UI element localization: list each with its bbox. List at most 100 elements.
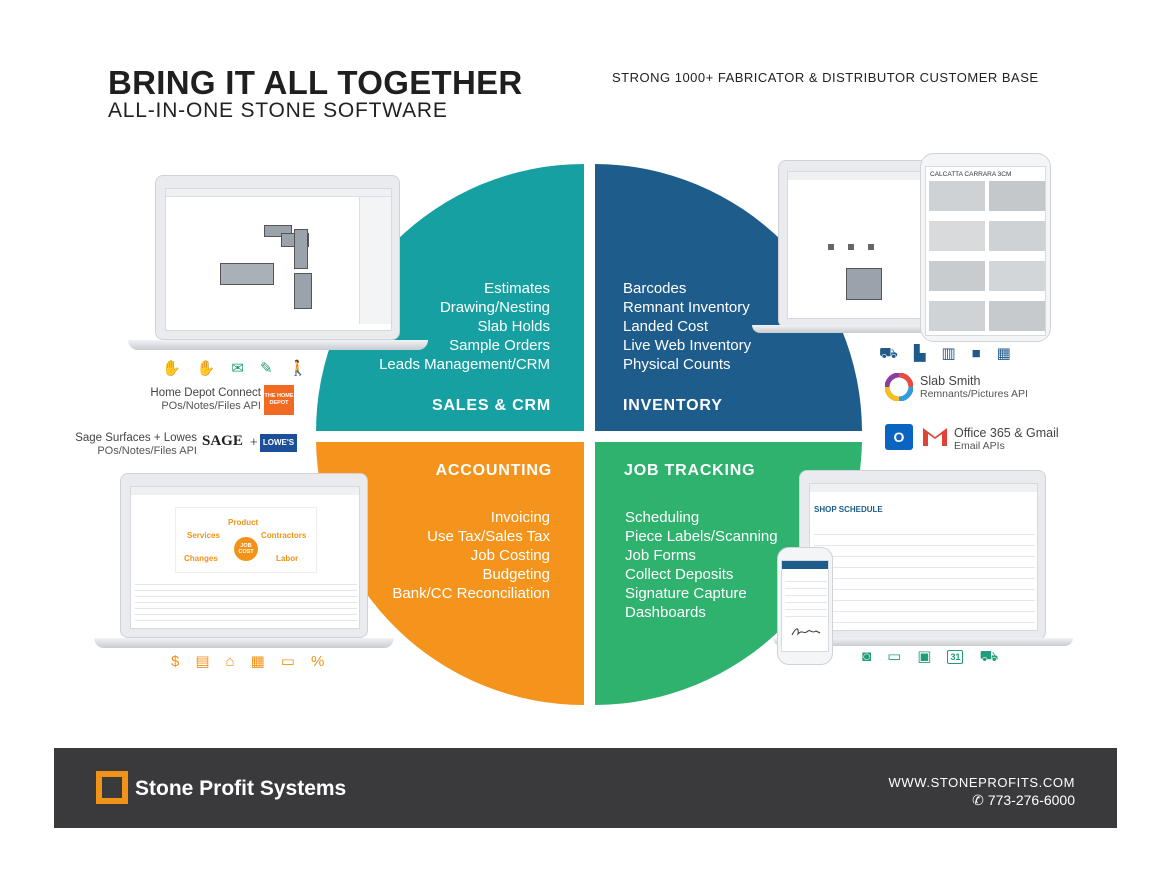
sales-title: SALES & CRM [431, 397, 551, 414]
laptop-job-tracking-screen: SHOP SCHEDULE [799, 470, 1046, 640]
plus-sign: + [250, 434, 258, 449]
accounting-item: Invoicing [490, 509, 550, 526]
sage-logo: SAGE [202, 433, 243, 449]
inventory-item: Barcodes [623, 280, 687, 297]
job-cost-spoke: Services [187, 531, 220, 540]
office-gmail-name: Office 365 & Gmail [954, 426, 1059, 440]
slab-smith-detail: Remnants/Pictures API [920, 388, 1028, 400]
tablet-slab-title: CALCATTA CARRARA 3CM [930, 171, 1012, 178]
accounting-item: Use Tax/Sales Tax [427, 528, 550, 545]
bank-icon: ⌂ [225, 653, 235, 670]
job-tracking-quadrant [595, 442, 862, 705]
inventory-item: Physical Counts [623, 356, 731, 373]
job-tracking-item: Dashboards [625, 604, 706, 621]
footer-bar [54, 748, 1117, 828]
job-tracking-item: Job Forms [625, 547, 696, 564]
inventory-icon-row: ⛟ ▙ ▥ ■ ▦ [879, 346, 1011, 362]
forklift-icon: ⛟ [879, 345, 898, 362]
sage-lowes-detail: POs/Notes/Files API [97, 445, 197, 457]
laptop-base [128, 340, 428, 350]
job-tracking-feature-list: Scheduling Piece Labels/Scanning Job For… [625, 508, 778, 622]
home-depot-logo: THE HOME DEPOT [264, 385, 294, 415]
job-tracking-title: JOB TRACKING [624, 462, 756, 479]
sales-item: Leads Management/CRM [379, 356, 550, 373]
walking-person-icon: 🚶 [288, 360, 308, 377]
accounting-app-screenshot: JOB COST Product Services Contractors Ch… [130, 486, 360, 629]
inventory-feature-list: Barcodes Remnant Inventory Landed Cost L… [623, 279, 751, 374]
tablet-device: CALCATTA CARRARA 3CM [920, 153, 1051, 342]
hand-icon: ✋ [162, 360, 181, 377]
drawing-app-screenshot [165, 188, 392, 331]
laptop-base [94, 638, 394, 648]
handshake-icon: ✋ [196, 360, 216, 377]
laptop-accounting-screen: JOB COST Product Services Contractors Ch… [120, 473, 368, 638]
page-subtitle: ALL-IN-ONE STONE SOFTWARE [108, 99, 448, 122]
inventory-app-screenshot [787, 171, 925, 319]
inventory-item: Remnant Inventory [623, 299, 750, 316]
monitor-icon: ▭ [887, 648, 902, 665]
report-icon: ▤ [195, 653, 210, 670]
sales-quadrant [316, 164, 584, 431]
job-cost-spoke: Changes [184, 554, 218, 563]
phone-device [777, 547, 833, 665]
outlook-icon: O [885, 424, 913, 450]
page-title: BRING IT ALL TOGETHER [108, 64, 523, 101]
laptop-drawing-screen [155, 175, 400, 340]
office-gmail-label: Office 365 & Gmail Email APIs [954, 427, 1059, 453]
accounting-quadrant [316, 442, 584, 705]
slab-smith-name: Slab Smith [920, 374, 981, 388]
phone-number: ✆773-276-6000 [972, 792, 1075, 809]
office-gmail-detail: Email APIs [954, 440, 1005, 452]
tablet-slab-gallery: CALCATTA CARRARA 3CM [925, 166, 1046, 336]
truck-icon: ⛟ [979, 648, 999, 665]
sage-lowes-name: Sage Surfaces + Lowes [75, 432, 197, 444]
sales-item: Estimates [484, 280, 550, 297]
shop-schedule-screenshot: SHOP SCHEDULE [809, 483, 1038, 631]
sage-lowes-label: Sage Surfaces + Lowes POs/Notes/Files AP… [75, 432, 197, 458]
website-link[interactable]: WWW.STONEPROFITS.COM [888, 775, 1075, 790]
scanner-icon: ◙ [862, 648, 872, 665]
sales-feature-list: Estimates Drawing/Nesting Slab Holds Sam… [379, 279, 550, 374]
brand-logo-icon [96, 771, 128, 804]
accounting-icon-row: $ ▤ ⌂ ▦ ▭ % [171, 654, 324, 670]
calculator-icon: ▦ [250, 653, 265, 670]
calendar-icon: 31 [947, 650, 964, 664]
laptop-base [752, 325, 952, 333]
phone-number-text: 773-276-6000 [987, 792, 1075, 808]
accounting-title: ACCOUNTING [435, 462, 552, 479]
phone-icon: ✆ [972, 792, 984, 808]
inventory-item: Landed Cost [623, 318, 709, 335]
inventory-quadrant [595, 164, 862, 431]
sales-item: Slab Holds [477, 318, 550, 335]
laptop-inventory-screen [778, 160, 928, 328]
inventory-item: Live Web Inventory [623, 337, 752, 354]
customer-base-tagline: STRONG 1000+ FABRICATOR & DISTRIBUTOR CU… [612, 70, 1039, 85]
lowes-logo: LOWE'S [260, 434, 297, 452]
phone-signature-screen [781, 560, 829, 652]
accounting-item: Budgeting [482, 566, 550, 583]
slab-icon: ▙ [913, 345, 926, 362]
job-tracking-item: Scheduling [625, 509, 700, 526]
barcode-icon: ▥ [941, 345, 956, 362]
home-depot-detail: POs/Notes/Files API [161, 400, 261, 412]
slab-smith-logo [884, 372, 914, 402]
money-bag-icon: $ [171, 653, 180, 670]
gmail-icon [921, 424, 949, 448]
job-cost-spoke: Labor [276, 554, 299, 563]
job-cost-hub: JOB COST [234, 537, 258, 561]
home-depot-name: Home Depot Connect [150, 387, 261, 399]
envelope-icon: ✉ [231, 360, 244, 377]
feature-circle [316, 164, 862, 705]
signature-scribble [791, 628, 821, 636]
drawing-icon: ✎ [259, 360, 273, 377]
accounting-feature-list: Invoicing Use Tax/Sales Tax Job Costing … [392, 508, 550, 603]
job-tracking-item: Signature Capture [625, 585, 747, 602]
percent-icon: % [310, 653, 325, 670]
box-icon: ■ [971, 345, 981, 362]
job-tracking-icon-row: ◙ ▭ ▣ 31 ⛟ [862, 649, 998, 665]
shop-schedule-title: SHOP SCHEDULE [814, 505, 883, 514]
sales-item: Drawing/Nesting [439, 299, 550, 316]
delivery-icon: ▣ [917, 648, 932, 665]
slab-smith-label: Slab Smith Remnants/Pictures API [920, 375, 1028, 401]
home-depot-label: Home Depot Connect POs/Notes/Files API [150, 387, 261, 413]
